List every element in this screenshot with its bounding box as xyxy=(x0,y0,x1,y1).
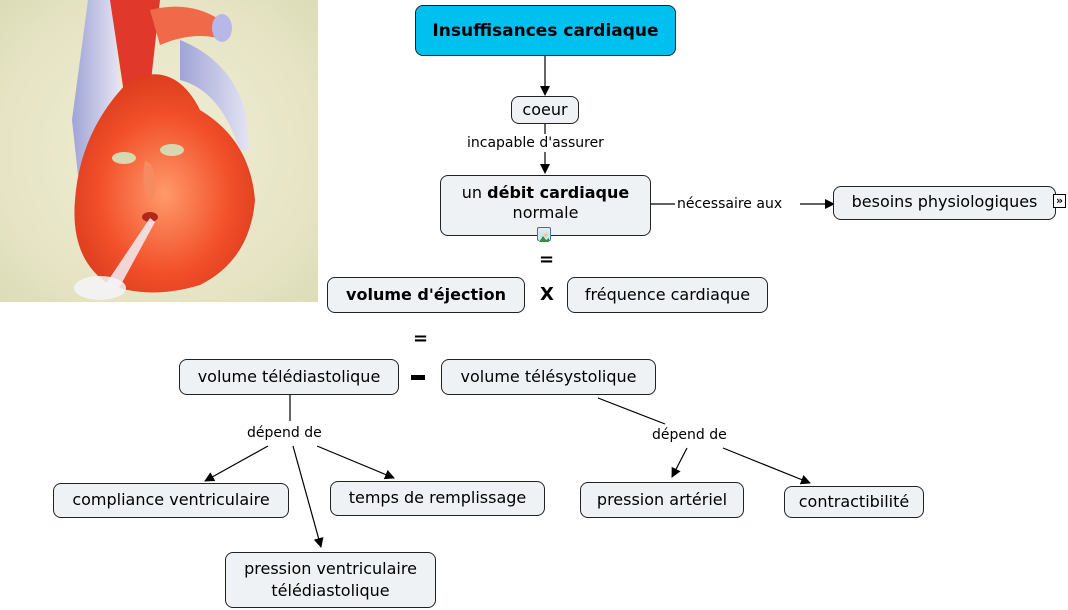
heart-illustration xyxy=(0,0,318,302)
operator-times: X xyxy=(540,284,554,305)
node-pression-arteriel[interactable]: pression artériel xyxy=(580,482,744,518)
expand-icon[interactable]: » xyxy=(1053,194,1066,208)
node-pression-art-label: pression artériel xyxy=(596,490,728,509)
node-frequence-label: fréquence cardiaque xyxy=(584,285,751,304)
node-frequence-cardiaque[interactable]: fréquence cardiaque xyxy=(567,277,768,313)
node-debit-prefix: un xyxy=(461,183,488,202)
node-vts-label: volume télésystolique xyxy=(460,367,637,386)
node-vtd-label: volume télédiastolique xyxy=(197,367,381,386)
heart-drawing xyxy=(72,0,255,300)
link-depend-de-1: dépend de xyxy=(245,425,324,442)
edge-label-pression-vent xyxy=(292,445,324,548)
node-coeur[interactable]: coeur xyxy=(511,96,579,124)
node-pression-vent-line2: télédiastolique xyxy=(271,581,390,600)
link-necessaire-aux: nécessaire aux xyxy=(675,196,785,213)
node-volume-telediastolique[interactable]: volume télédiastolique xyxy=(179,359,399,395)
node-pression-vent-line1: pression ventriculaire xyxy=(244,559,417,578)
operator-equals-1: = xyxy=(539,249,555,270)
edge-label-pression-art xyxy=(671,447,688,478)
edge-vts-label xyxy=(597,397,666,425)
node-volume-ejection[interactable]: volume d'éjection xyxy=(327,277,525,313)
node-insuffisances-cardiaque[interactable]: Insuffisances cardiaque xyxy=(415,5,676,56)
node-volume-ejection-label: volume d'éjection xyxy=(346,285,506,304)
node-contractibilite[interactable]: contractibilité xyxy=(784,486,924,518)
operator-equals-2: = xyxy=(413,328,429,349)
node-temps-label: temps de remplissage xyxy=(348,488,527,507)
image-icon[interactable] xyxy=(537,227,551,242)
node-contractibilite-label: contractibilité xyxy=(798,492,910,511)
edge-label-contract xyxy=(722,447,811,485)
node-root-label: Insuffisances cardiaque xyxy=(432,20,659,41)
minus-bar xyxy=(411,374,425,380)
node-compliance-label: compliance ventriculaire xyxy=(72,490,270,509)
node-volume-telesystolique[interactable]: volume télésystolique xyxy=(441,359,656,395)
node-temps-remplissage[interactable]: temps de remplissage xyxy=(330,481,545,516)
link-incapable-assurer: incapable d'assurer xyxy=(465,135,606,152)
node-debit-suffix: normale xyxy=(512,203,579,222)
node-debit-bold: débit cardiaque xyxy=(487,183,630,202)
operator-minus xyxy=(411,367,425,387)
node-compliance-ventriculaire[interactable]: compliance ventriculaire xyxy=(53,483,289,518)
node-besoins-physiologiques[interactable]: besoins physiologiques xyxy=(833,186,1056,220)
image-badge-glyph xyxy=(539,232,549,242)
edge-label-compliance xyxy=(204,445,269,482)
node-besoins-label: besoins physiologiques xyxy=(851,192,1038,211)
edge-label-temps xyxy=(316,445,395,480)
link-depend-de-2: dépend de xyxy=(650,427,729,444)
node-coeur-label: coeur xyxy=(522,100,568,119)
node-debit-cardiaque[interactable]: un débit cardiaque normale xyxy=(440,175,651,236)
node-pression-ventriculaire[interactable]: pression ventriculaire télédiastolique xyxy=(225,552,436,608)
